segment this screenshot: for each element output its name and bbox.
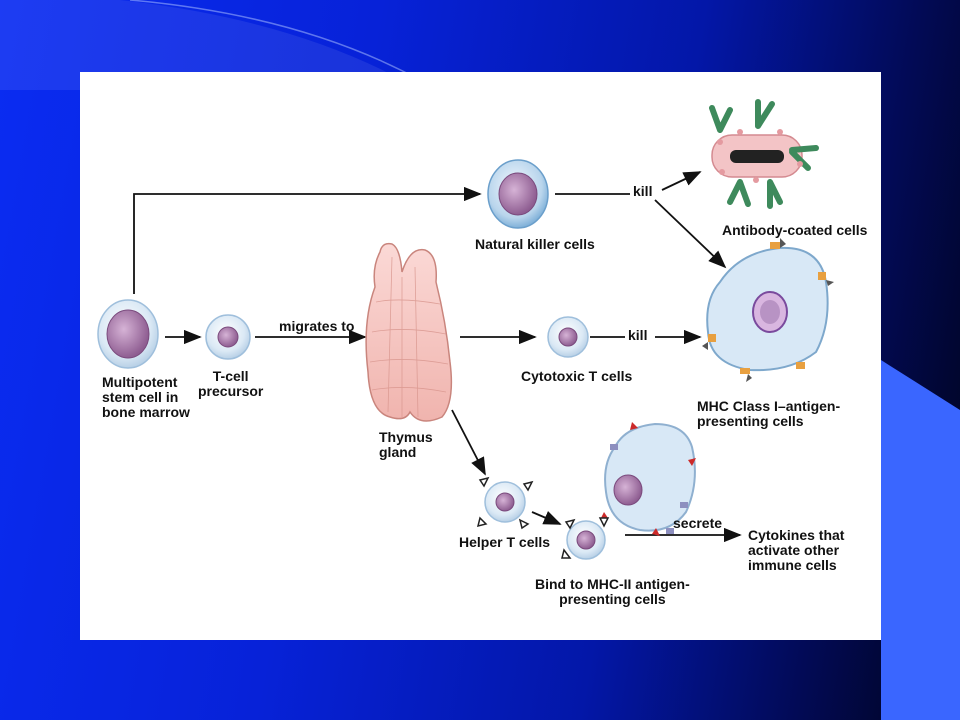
mhc1-label: MHC Class I–antigen- presenting cells — [697, 398, 841, 429]
diagram-panel: Natural killer cells kill Antibody-coate… — [80, 72, 881, 640]
accent-swoosh — [0, 0, 420, 90]
bind-mhc2-label: Bind to MHC-II antigen- presenting cells — [535, 576, 690, 607]
stem-cell-label: Multipotent stem cell in bone marrow — [102, 374, 190, 420]
helper-t-cell-icon — [476, 476, 534, 530]
cytokines-label: Cytokines that activate other immune cel… — [748, 527, 845, 573]
t-cell-precursor-icon — [205, 314, 251, 360]
diagram-drawing — [97, 99, 834, 560]
accent-curve-line — [129, 0, 421, 81]
thymus-label: Thymus gland — [379, 429, 433, 460]
connectors — [133, 171, 742, 543]
accent-shape-right — [881, 360, 960, 720]
arrow-kill-to-mhc1 — [654, 199, 727, 269]
arrow-thymus-to-helper — [451, 409, 486, 476]
migrates-to-label: migrates to — [279, 318, 355, 334]
helper-label: Helper T cells — [459, 534, 551, 550]
arrow-kill-to-antibody — [661, 171, 702, 191]
arrow-stem-to-nk — [133, 186, 482, 294]
t-precursor-label: T-cell precursor — [198, 368, 264, 399]
thymus-gland-icon — [365, 242, 453, 422]
kill-label-mid: kill — [628, 327, 648, 343]
natural-killer-label: Natural killer cells — [475, 236, 595, 252]
cytotoxic-label: Cytotoxic T cells — [521, 368, 633, 384]
mhc2-presenting-cell-icon — [561, 422, 696, 560]
mhc1-presenting-cell-icon — [702, 238, 834, 382]
arrow-helper-to-bind — [531, 511, 562, 525]
antibody-coated-cell-icon — [709, 99, 819, 209]
secrete-label: secrete — [673, 515, 723, 531]
antibody-coated-label: Antibody-coated cells — [722, 222, 868, 238]
natural-killer-cell-icon — [487, 159, 549, 229]
cytotoxic-t-cell-icon — [547, 316, 589, 358]
kill-label-top: kill — [633, 183, 653, 199]
stem-cell-icon — [97, 299, 159, 369]
